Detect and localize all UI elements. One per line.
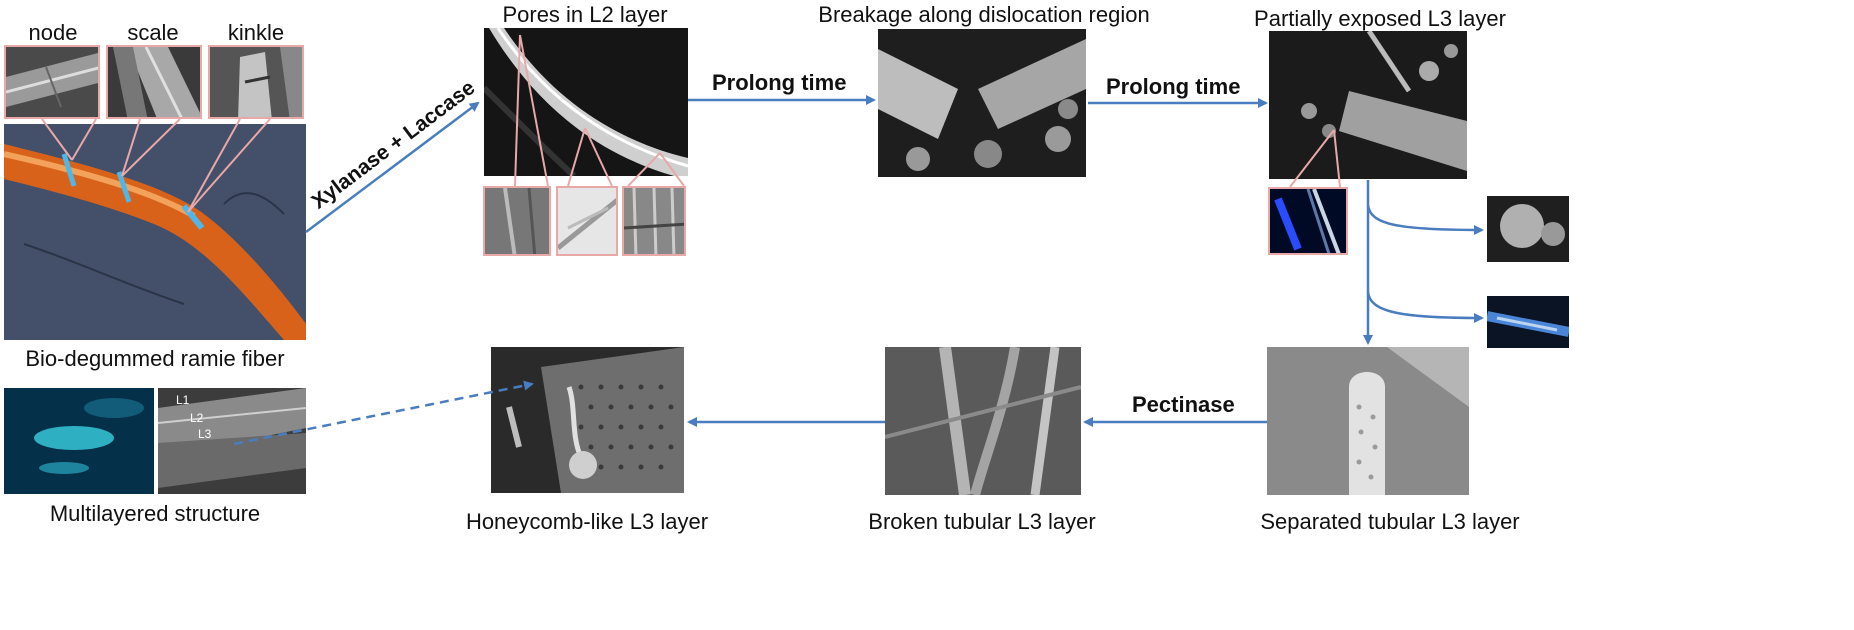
label-kinkle: kinkle <box>227 20 285 45</box>
layer-mark-l3: L3 <box>198 427 212 441</box>
fluorescence-image <box>4 388 154 494</box>
layer-mark-l2: L2 <box>190 411 204 425</box>
dashed-arrow <box>233 380 534 446</box>
label-pectinase: Pectinase <box>1132 392 1235 417</box>
layer-mark-l1: L1 <box>176 393 190 407</box>
partial-sem-image <box>1269 31 1467 179</box>
kinkle-micrograph <box>208 45 304 119</box>
label-multilayered: Multilayered structure <box>49 501 261 526</box>
separated-sem-image <box>1267 347 1469 495</box>
label-honeycomb: Honeycomb-like L3 layer <box>465 509 709 534</box>
branch-arrow-fluorescent <box>1366 291 1484 323</box>
breakage-sem-image <box>878 29 1086 177</box>
label-separated: Separated tubular L3 layer <box>1260 509 1520 534</box>
label-partial: Partially exposed L3 layer <box>1254 6 1506 31</box>
node-micrograph <box>4 45 100 119</box>
pores-detail-1 <box>483 186 551 256</box>
label-pores: Pores in L2 layer <box>502 2 668 27</box>
enzyme-arrow <box>305 101 480 233</box>
fluorescent-fragment-image <box>1487 296 1569 348</box>
broken-sem-image <box>885 347 1081 495</box>
ramie-fiber-image <box>4 124 306 340</box>
layered-sem-image: L1 L2 L3 <box>158 388 306 494</box>
label-prolong-1: Prolong time <box>712 70 847 95</box>
branch-arrow-particle <box>1366 204 1484 235</box>
pores-detail-3 <box>622 186 686 256</box>
label-node: node <box>28 20 78 45</box>
label-ramie-fiber: Bio-degummed ramie fiber <box>25 346 285 371</box>
callout-lines <box>41 34 1341 213</box>
honeycomb-sem-image <box>491 347 684 493</box>
label-broken: Broken tubular L3 layer <box>868 509 1096 534</box>
particle-sem-image <box>1487 196 1569 262</box>
scale-micrograph <box>106 45 202 119</box>
partial-detail <box>1268 187 1348 255</box>
label-scale: scale <box>127 20 179 45</box>
label-prolong-2: Prolong time <box>1106 74 1241 99</box>
label-breakage: Breakage along dislocation region <box>818 2 1150 27</box>
pores-detail-2 <box>556 186 618 256</box>
